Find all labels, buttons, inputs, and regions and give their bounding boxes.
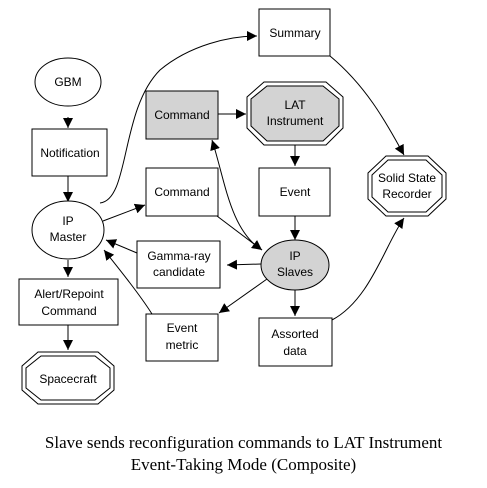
edge-summary-solid-state-recorder — [329, 55, 405, 156]
node-notification: Notification — [31, 128, 108, 177]
node-solid-state-recorder-label-1: Solid State — [378, 171, 436, 185]
node-alert-repoint-command: Alert/Repoint Command — [18, 278, 119, 326]
edge-ip-slaves-gamma-ray-candidate — [226, 259, 262, 270]
node-lat-instrument: LAT Instrument — [246, 81, 344, 146]
edge-assorted-data-solid-state-recorder — [331, 217, 405, 321]
edge-gamma-ray-candidate-ip-master — [105, 239, 138, 254]
node-solid-state-recorder-label-2: Recorder — [382, 187, 431, 201]
node-gamma-ray-candidate: Gamma-ray candidate — [136, 240, 221, 289]
node-summary: Summary — [258, 8, 331, 57]
nodes: GBM Notification IP Master Alert/Repoint… — [18, 8, 447, 405]
node-event-metric: Event metric — [145, 313, 219, 362]
caption-line-2: Event-Taking Mode (Composite) — [130, 455, 357, 474]
node-command-top: Command — [145, 90, 219, 140]
node-ip-slaves: IP Slaves — [260, 239, 330, 291]
node-assorted-data: Assorted data — [258, 317, 333, 367]
node-spacecraft-label: Spacecraft — [39, 372, 97, 386]
edge-ip-master-command-mid — [102, 203, 146, 222]
node-gbm-label: GBM — [54, 75, 81, 89]
node-event: Event — [258, 167, 331, 217]
node-gamma-ray-candidate-label-2: candidate — [153, 265, 205, 279]
node-event-metric-label-2: metric — [166, 338, 199, 352]
node-lat-instrument-label-2: Instrument — [267, 114, 324, 128]
node-solid-state-recorder: Solid State Recorder — [367, 155, 447, 217]
edge-event-metric-ip-master — [103, 249, 153, 315]
node-command-top-label: Command — [154, 108, 209, 122]
figure-caption: Slave sends reconfiguration commands to … — [0, 432, 487, 476]
node-command-mid-label: Command — [154, 185, 209, 199]
edges — [63, 31, 405, 350]
node-notification-label: Notification — [40, 146, 99, 160]
node-spacecraft: Spacecraft — [21, 351, 115, 405]
node-ip-master-label-2: Master — [50, 230, 87, 244]
node-event-label: Event — [280, 185, 311, 199]
node-ip-master-label-1: IP — [62, 214, 73, 228]
node-ip-slaves-label-1: IP — [289, 249, 300, 263]
edge-ip-slaves-event-metric — [218, 278, 268, 314]
node-summary-label: Summary — [269, 26, 320, 40]
caption-line-1: Slave sends reconfiguration commands to … — [44, 433, 443, 452]
edge-ip-slaves-command-top — [210, 139, 263, 251]
node-assorted-data-label-1: Assorted — [271, 327, 318, 341]
edge-ip-master-summary — [99, 31, 258, 204]
node-alert-repoint-label-1: Alert/Repoint — [34, 287, 104, 301]
node-ip-slaves-label-2: Slaves — [277, 265, 313, 279]
node-gbm: GBM — [34, 57, 102, 107]
node-command-top-box — [145, 90, 219, 140]
node-command-mid: Command — [145, 167, 219, 217]
node-ip-master: IP Master — [31, 200, 105, 260]
flow-diagram: GBM Notification IP Master Alert/Repoint… — [18, 8, 447, 405]
node-alert-repoint-label-2: Command — [41, 304, 96, 318]
node-event-metric-label-1: Event — [167, 321, 198, 335]
node-assorted-data-label-2: data — [283, 344, 307, 358]
node-gamma-ray-candidate-label-1: Gamma-ray — [147, 249, 210, 263]
node-lat-instrument-label-1: LAT — [284, 98, 306, 112]
